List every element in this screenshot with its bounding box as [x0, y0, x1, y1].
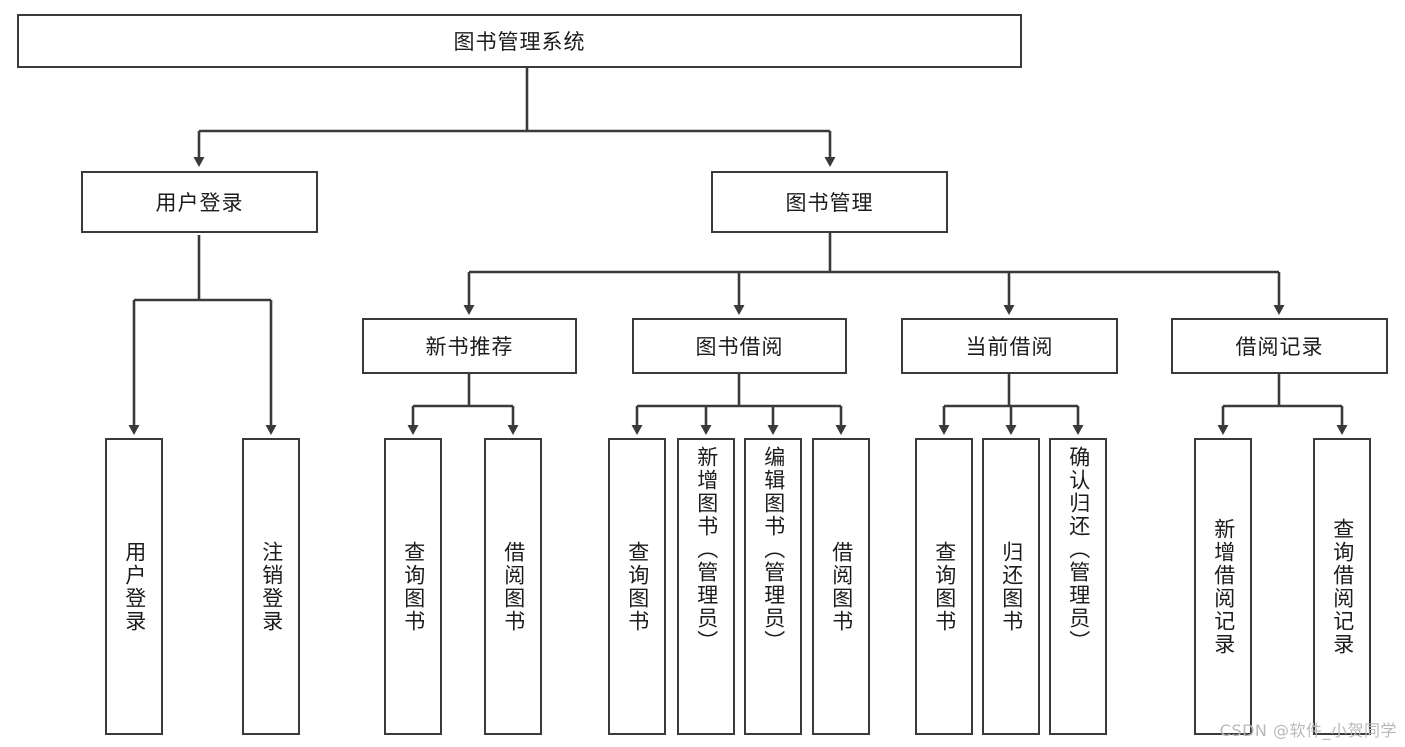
leaf-borrow-book-borrow[interactable]: 借阅图书	[812, 438, 870, 735]
node-label: 新书推荐	[425, 335, 514, 359]
node-label: 当前借阅	[965, 335, 1054, 359]
node-label: 借阅记录	[1235, 335, 1324, 359]
leaf-query-borrow-record[interactable]: 查询借阅记录	[1313, 438, 1371, 735]
node-label: 注销登录	[259, 540, 284, 633]
node-label: 查询图书	[401, 540, 426, 633]
node-label: 查询图书	[625, 540, 650, 633]
leaf-confirm-return-admin[interactable]: 确认归还（管理员）	[1049, 438, 1107, 735]
node-label: 借阅图书	[501, 540, 526, 633]
node-label: 用户登录	[155, 191, 244, 215]
node-label: 借阅图书	[829, 540, 854, 633]
leaf-add-book-admin[interactable]: 新增图书（管理员）	[677, 438, 735, 735]
node-book-borrow[interactable]: 图书借阅	[632, 318, 847, 374]
node-label: 图书管理系统	[453, 30, 586, 54]
node-label: 新增借阅记录	[1211, 517, 1236, 656]
node-label: 图书借阅	[695, 335, 784, 359]
node-new-book-recommend[interactable]: 新书推荐	[362, 318, 577, 374]
node-label: 查询图书	[932, 540, 957, 633]
leaf-return-book[interactable]: 归还图书	[982, 438, 1040, 735]
leaf-borrow-book-recommend[interactable]: 借阅图书	[484, 438, 542, 735]
leaf-query-book-recommend[interactable]: 查询图书	[384, 438, 442, 735]
node-label: 用户登录	[122, 540, 147, 633]
node-user-login[interactable]: 用户登录	[81, 171, 318, 233]
node-label: 确认归还（管理员）	[1066, 446, 1091, 653]
node-label: 查询借阅记录	[1330, 517, 1355, 656]
node-label: 编辑图书（管理员）	[761, 446, 786, 653]
csdn-watermark: CSDN @软件_小贺同学	[1219, 721, 1397, 740]
node-current-borrow[interactable]: 当前借阅	[901, 318, 1118, 374]
leaf-user-login[interactable]: 用户登录	[105, 438, 163, 735]
leaf-add-borrow-record[interactable]: 新增借阅记录	[1194, 438, 1252, 735]
node-book-manage[interactable]: 图书管理	[711, 171, 948, 233]
node-label: 归还图书	[999, 540, 1024, 633]
node-label: 图书管理	[785, 191, 874, 215]
leaf-query-book-borrow[interactable]: 查询图书	[608, 438, 666, 735]
node-root-system[interactable]: 图书管理系统	[17, 14, 1022, 68]
leaf-query-book-current[interactable]: 查询图书	[915, 438, 973, 735]
leaf-edit-book-admin[interactable]: 编辑图书（管理员）	[744, 438, 802, 735]
node-borrow-record[interactable]: 借阅记录	[1171, 318, 1388, 374]
node-label: 新增图书（管理员）	[694, 446, 719, 653]
leaf-logout[interactable]: 注销登录	[242, 438, 300, 735]
